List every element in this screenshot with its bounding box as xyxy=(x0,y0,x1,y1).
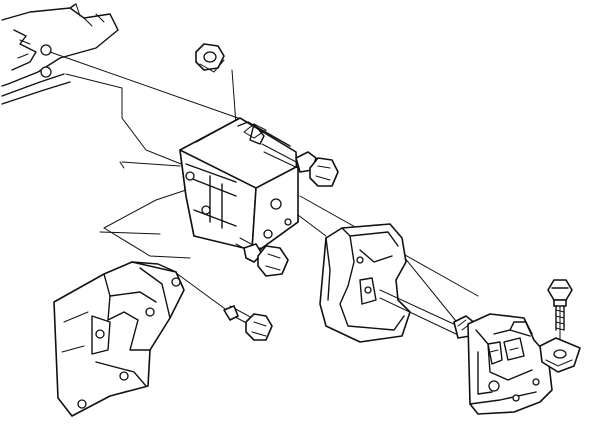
frame-rail xyxy=(1,3,119,105)
rubber-insulator xyxy=(319,223,411,343)
upper-bracket xyxy=(179,117,299,251)
vertical-bolt xyxy=(547,279,573,331)
lower-bolt xyxy=(235,237,289,277)
bracket-bolt xyxy=(249,123,339,187)
mount-plate xyxy=(53,261,185,417)
transmission-bracket xyxy=(467,313,553,415)
nut xyxy=(195,43,225,73)
alignment-lines xyxy=(49,51,561,345)
lock-washer xyxy=(539,337,581,373)
plate-bolt xyxy=(223,305,273,341)
